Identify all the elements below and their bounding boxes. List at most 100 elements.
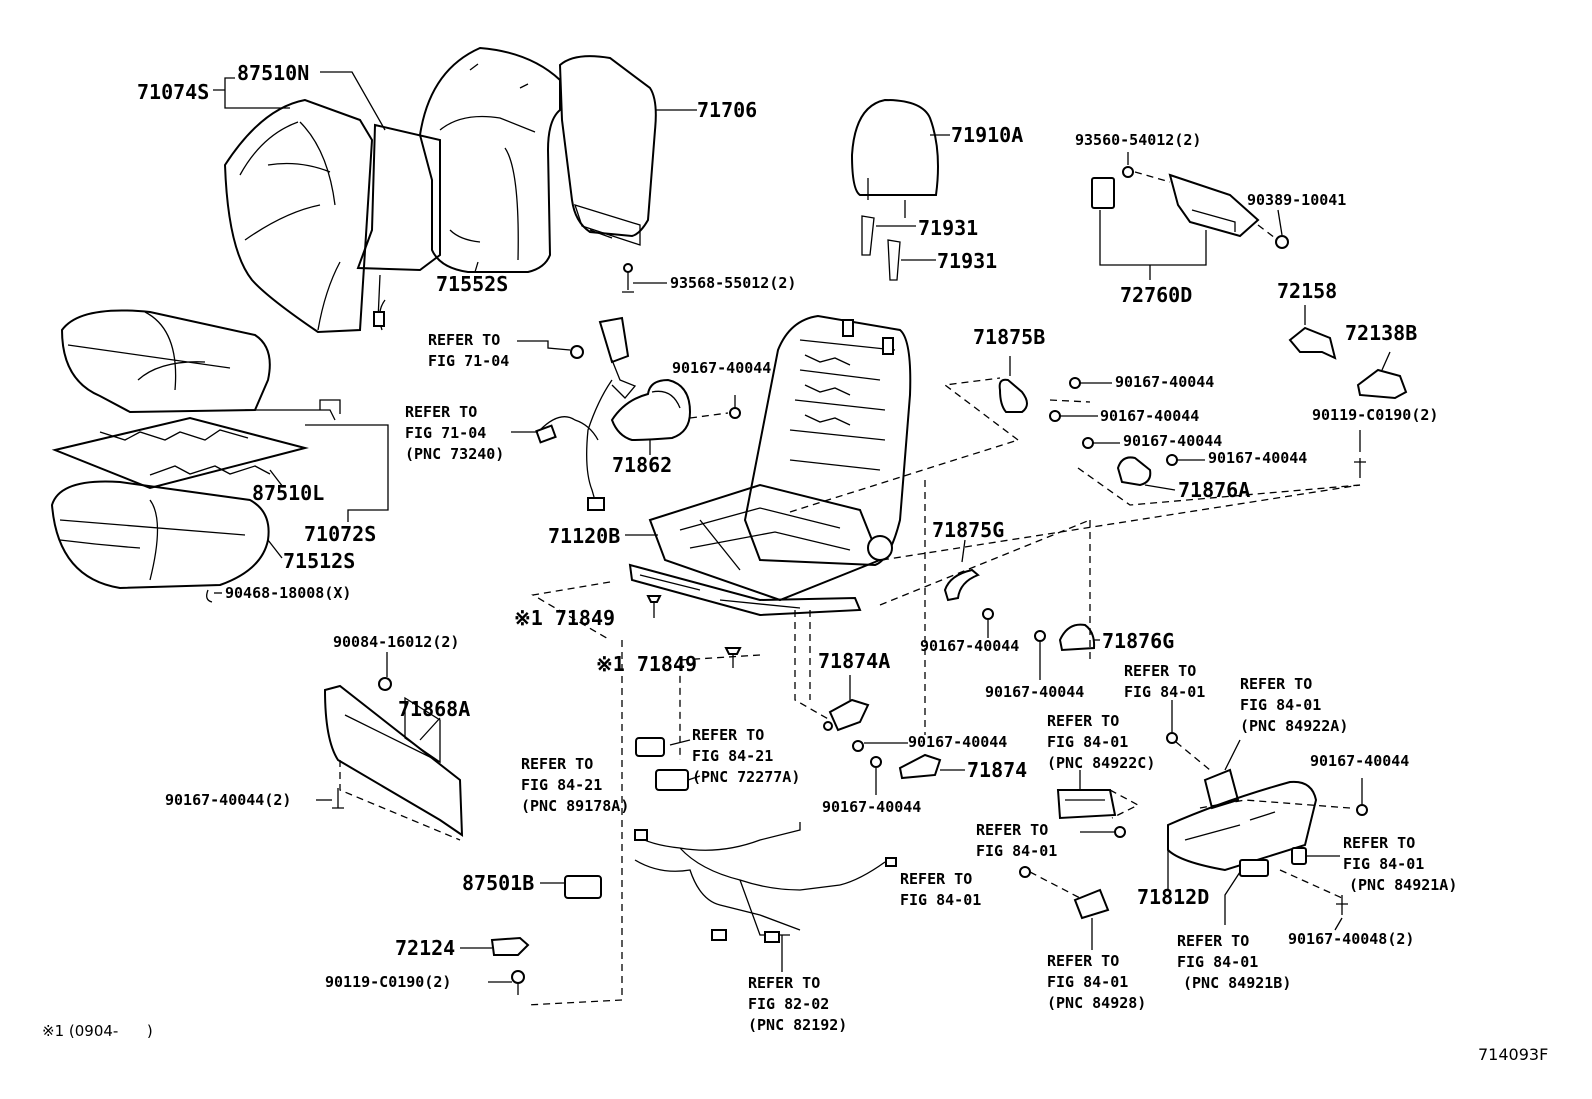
refer-k-line3: (PNC 82192) — [748, 1016, 847, 1034]
bolt-71849-lower-icon — [724, 647, 742, 668]
label-71812D: 71812D — [1137, 885, 1209, 909]
label-90468: 90468-18008(X) — [225, 584, 351, 602]
refer-a-line1: REFER TO — [428, 331, 500, 349]
label-90167-j: 90167-40044 — [1310, 752, 1409, 770]
refer-h-line2: FIG 84-01 — [976, 842, 1057, 860]
bolt-71849-upper-icon — [646, 595, 662, 618]
label-90167-i: 90167-40044 — [822, 798, 921, 816]
refer-l-line3: (PNC 84928) — [1047, 994, 1146, 1012]
refer-c-line2: FIG 84-01 — [1124, 683, 1205, 701]
screw-90119-icon — [511, 970, 525, 995]
label-90084: 90084-16012(2) — [333, 633, 459, 651]
refer-d-line3: (PNC 84922A) — [1240, 717, 1348, 735]
label-90167-k: 90167-40044(2) — [165, 791, 291, 809]
label-72158: 72158 — [1277, 279, 1337, 303]
refer-m-line3: (PNC 84921B) — [1183, 974, 1291, 992]
bracket-71874A-part — [823, 698, 870, 732]
cushion-heater-pad-part — [51, 399, 341, 490]
label-71862: 71862 — [612, 453, 672, 477]
label-90389: 90389-10041 — [1247, 191, 1346, 209]
refer-h-line1: REFER TO — [976, 821, 1048, 839]
label-71876G: 71876G — [1102, 629, 1174, 653]
screw-93568-icon — [622, 263, 634, 293]
label-90167-d: 90167-40044 — [1123, 432, 1222, 450]
cover-71875B-part — [998, 378, 1028, 413]
heater-pad-87510N-part — [356, 123, 441, 331]
label-72138B: 72138B — [1345, 321, 1417, 345]
label-71074S: 71074S — [137, 80, 209, 104]
label-90167-h: 90167-40044 — [908, 733, 1007, 751]
label-71874: 71874 — [967, 758, 1027, 782]
harness-73240-part — [535, 416, 599, 444]
label-93568: 93568-55012(2) — [670, 274, 796, 292]
label-71875B: 71875B — [973, 325, 1045, 349]
label-72124: 72124 — [395, 936, 455, 960]
refer-b-line1: REFER TO — [405, 403, 477, 421]
bracket-72760D-part — [1091, 166, 1289, 249]
label-71512S: 71512S — [283, 549, 355, 573]
label-90167-b: 90167-40044 — [1115, 373, 1214, 391]
label-71868A: 71868A — [398, 697, 470, 721]
drawing-number: 714093F — [1478, 1045, 1548, 1064]
switch-84928-part — [1073, 888, 1110, 920]
refer-m-line2: FIG 84-01 — [1177, 953, 1258, 971]
label-71874A: 71874A — [818, 649, 890, 673]
seat-belt-buckle-part — [570, 316, 637, 511]
cover-71876G-part — [1058, 623, 1096, 652]
label-71849-lower: ※1 71849 — [596, 652, 697, 676]
plate-72124-part — [490, 936, 530, 956]
refer-l-line2: FIG 84-01 — [1047, 973, 1128, 991]
refer-d-line1: REFER TO — [1240, 675, 1312, 693]
refer-a-line2: FIG 71-04 — [428, 352, 509, 370]
refer-c-line1: REFER TO — [1124, 662, 1196, 680]
label-90119-lower: 90119-C0190(2) — [325, 973, 451, 991]
label-87501B: 87501B — [462, 871, 534, 895]
side-shield-71812D-part — [1167, 780, 1318, 877]
headrest-part — [850, 98, 939, 281]
label-90167-a: 90167-40044 — [672, 359, 771, 377]
bracket-71874-part — [898, 753, 942, 780]
refer-i-line1: REFER TO — [1343, 834, 1415, 852]
refer-e-line2: FIG 84-21 — [692, 747, 773, 765]
clip-72158-part — [1288, 326, 1337, 360]
clip-72138B-part — [1356, 368, 1408, 400]
refer-e-line3: (PNC 72277A) — [692, 768, 800, 786]
label-90167-g: 90167-40044 — [985, 683, 1084, 701]
refer-j-line1: REFER TO — [900, 870, 972, 888]
label-71072S: 71072S — [304, 522, 376, 546]
switch-84922A-part — [1203, 768, 1240, 810]
label-71931-upper: 71931 — [918, 216, 978, 240]
label-93560: 93560-54012(2) — [1075, 131, 1201, 149]
label-90119-upper: 90119-C0190(2) — [1312, 406, 1438, 424]
refer-j-line2: FIG 84-01 — [900, 891, 981, 909]
label-71120B: 71120B — [548, 524, 620, 548]
cover-71862-part — [610, 378, 692, 442]
label-87510N: 87510N — [237, 61, 309, 85]
label-90167-f: 90167-40044 — [920, 637, 1019, 655]
refer-f-line2: FIG 84-21 — [521, 776, 602, 794]
refer-b-line3: (PNC 73240) — [405, 445, 504, 463]
label-71876A: 71876A — [1178, 478, 1250, 502]
label-90167-e: 90167-40044 — [1208, 449, 1307, 467]
cover-71876A-part — [1116, 456, 1152, 487]
label-87510L: 87510L — [252, 481, 324, 505]
wire-harness-82192-part — [634, 822, 897, 943]
sensor-89178A-part — [655, 769, 689, 791]
refer-f-line1: REFER TO — [521, 755, 593, 773]
cushion-cover-part — [60, 309, 271, 414]
refer-i-line2: FIG 84-01 — [1343, 855, 1424, 873]
seatback-pad-part — [418, 46, 561, 273]
refer-k-line1: REFER TO — [748, 974, 820, 992]
label-72760D: 72760D — [1120, 283, 1192, 307]
refer-e-line1: REFER TO — [692, 726, 764, 744]
refer-m-line1: REFER TO — [1177, 932, 1249, 950]
seatback-board-part — [558, 55, 657, 246]
refer-b-line2: FIG 71-04 — [405, 424, 486, 442]
refer-k-line2: FIG 82-02 — [748, 995, 829, 1013]
refer-g-line3: (PNC 84922C) — [1047, 754, 1155, 772]
sensor-72277A-part — [635, 737, 665, 757]
label-71552S: 71552S — [436, 272, 508, 296]
refer-i-line3: (PNC 84921A) — [1349, 876, 1457, 894]
label-71849-upper: ※1 71849 — [514, 606, 615, 630]
